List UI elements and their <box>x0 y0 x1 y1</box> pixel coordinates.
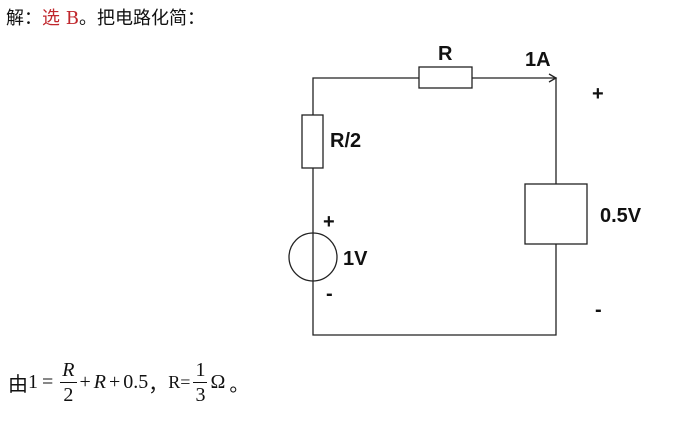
resistor-top <box>418 66 473 89</box>
solution-prefix: 解： <box>6 8 42 29</box>
label-top-resistor: R <box>438 43 453 65</box>
eq-term2: R <box>93 371 106 393</box>
frac2-den: 3 <box>195 384 206 406</box>
label-current: 1A <box>525 49 551 71</box>
eq-plus1: + <box>79 371 91 393</box>
current-arrow-icon <box>548 73 558 83</box>
frac1-den: 2 <box>63 384 74 406</box>
eq-sep: ， <box>148 372 169 396</box>
frac2-num: 1 <box>193 359 208 383</box>
label-source-value: 1V <box>343 248 368 270</box>
eq-end: 。 <box>229 372 250 396</box>
label-load-value: 0.5V <box>600 205 642 227</box>
frac1-num: R <box>60 359 77 383</box>
wire-loop <box>312 77 419 168</box>
wire-top-right <box>472 77 557 184</box>
eq-sign: = <box>42 371 54 393</box>
eq-prefix: 由 <box>8 372 28 396</box>
solution-line: 解：选 B。把电路化简： <box>6 4 205 30</box>
eq-result-lhs: R= <box>168 372 191 392</box>
solution-suffix: 。把电路化简： <box>78 8 205 29</box>
answer-choice: 选 B <box>42 8 79 29</box>
load-box <box>524 183 588 245</box>
eq-plus2: + <box>109 371 121 393</box>
label-left-resistor: R/2 <box>330 130 361 152</box>
resistor-left <box>301 114 324 169</box>
label-source-plus: + <box>323 211 335 233</box>
eq-unit: Ω <box>210 371 226 393</box>
label-load-plus: + <box>592 83 604 105</box>
eq-term3: 0.5 <box>123 371 149 393</box>
eq-lhs: 1 <box>28 371 38 393</box>
wire-bottom <box>312 244 557 336</box>
label-source-minus: - <box>326 283 333 305</box>
label-load-minus: - <box>595 299 602 321</box>
